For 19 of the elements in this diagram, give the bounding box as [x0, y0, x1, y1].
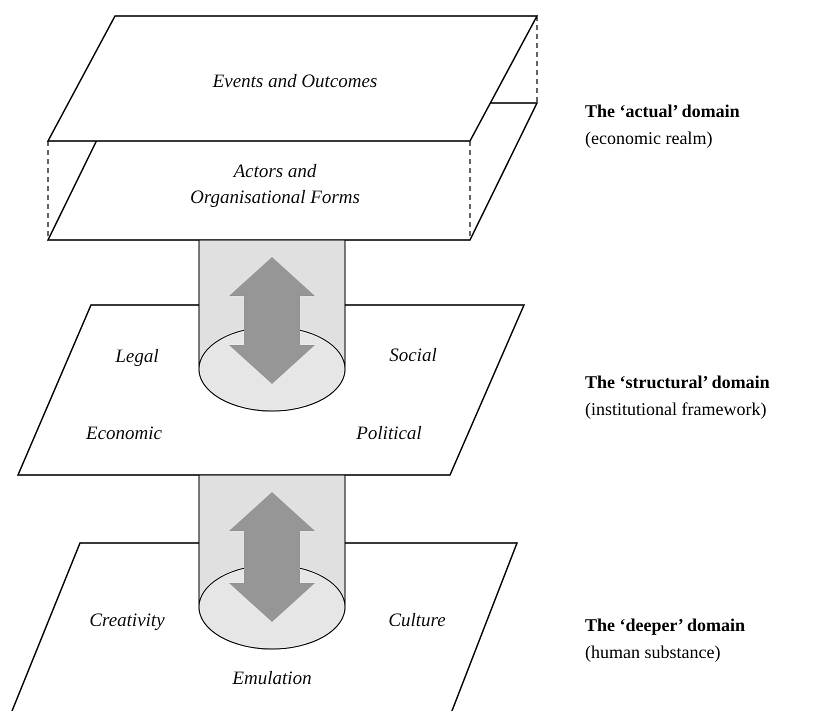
domain-heading: The ‘actual’ domain: [585, 101, 740, 122]
plane-label: Social: [389, 344, 437, 368]
plane-label: Culture: [388, 609, 446, 633]
domain-heading: The ‘structural’ domain: [585, 372, 770, 393]
plane-shape: [48, 103, 537, 240]
double-arrow: [229, 492, 315, 622]
plane-shape: [48, 16, 537, 141]
plane-label: Events and Outcomes: [212, 70, 378, 94]
plane-label: Legal: [115, 345, 159, 369]
plane-label: Actors and Organisational Forms: [189, 160, 361, 210]
plane-label: Political: [356, 422, 422, 446]
domain-description: (economic realm): [585, 128, 712, 149]
domain-description: (institutional framework): [585, 399, 766, 420]
plane-label: Economic: [86, 422, 162, 446]
domain-heading: The ‘deeper’ domain: [585, 615, 745, 636]
plane-label: Emulation: [232, 667, 312, 691]
double-arrow: [229, 257, 315, 384]
plane-label: Creativity: [89, 609, 165, 633]
domain-description: (human substance): [585, 642, 720, 663]
